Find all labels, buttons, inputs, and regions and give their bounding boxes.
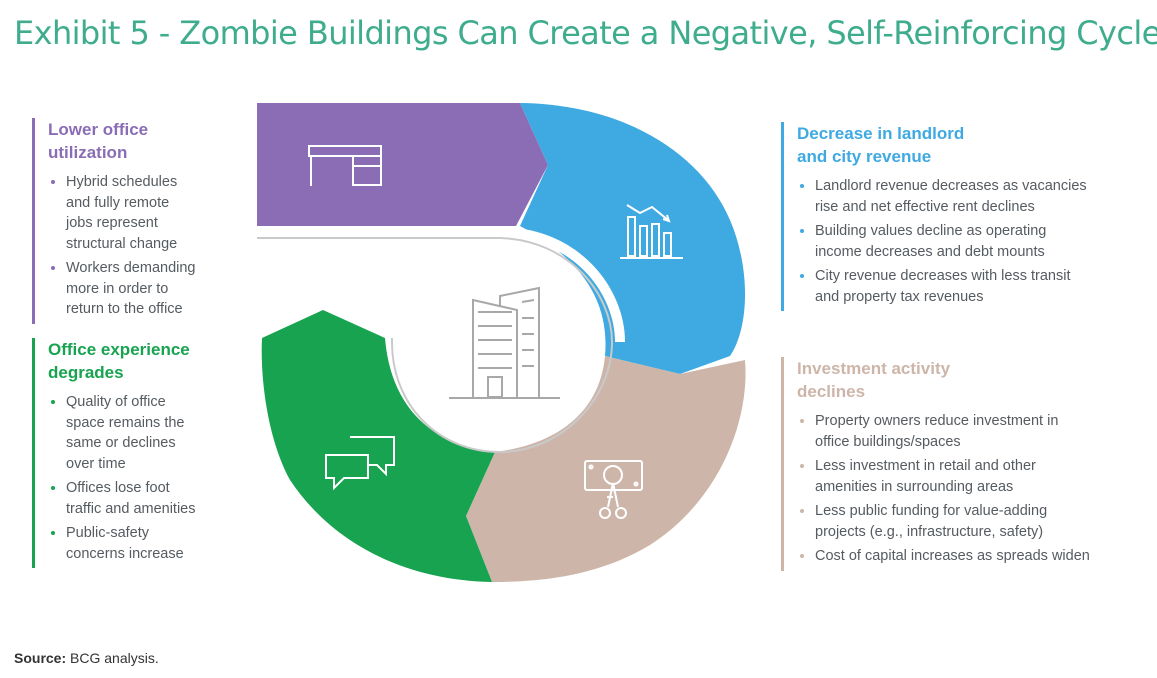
desk-icon [308,145,382,186]
revenue-decrease-block: Decrease in landlord and city revenue La… [781,122,1157,311]
experience-degrades-heading: Office experience degrades [48,340,190,382]
cut-money-icon [584,460,643,519]
list-item: Cost of capital increases as spreads wid… [797,546,1157,567]
source-label: Source: [14,650,67,666]
list-item: Less public funding for value-adding pro… [797,501,1157,542]
investment-declines-list: Property owners reduce investment in off… [797,411,1157,567]
experience-degrades-block: Office experience degrades Quality of of… [32,338,268,568]
list-item: City revenue decreases with less transit… [797,266,1157,307]
investment-declines-heading: Investment activity declines [797,359,951,401]
revenue-decrease-list: Landlord revenue decreases as vacancies … [797,176,1157,307]
revenue-decrease-heading: Decrease in landlord and city revenue [797,124,965,166]
segment-revenue-decrease [520,103,746,374]
list-item: Public-safety concerns increase [48,523,268,564]
list-item: Landlord revenue decreases as vacancies … [797,176,1157,217]
inner-ring [257,237,614,454]
source-text: BCG analysis. [66,650,159,666]
lower-utilization-block: Lower office utilization Hybrid schedule… [32,118,268,324]
list-item: Hybrid schedules and fully remote jobs r… [48,172,268,254]
declining-bar-chart-icon [620,204,683,259]
list-item: Property owners reduce investment in off… [797,411,1157,452]
list-item: Offices lose foot traffic and amenities [48,478,268,519]
lower-utilization-heading: Lower office utilization [48,120,149,162]
list-item: Quality of office space remains the same… [48,392,268,474]
chat-bubbles-icon [325,436,395,491]
page-title: Exhibit 5 - Zombie Buildings Can Create … [14,14,1157,52]
office-building-icon [449,286,560,399]
segment-lower-utilization [257,103,548,226]
source-note: Source: BCG analysis. [14,650,159,666]
experience-degrades-list: Quality of office space remains the same… [48,392,268,564]
investment-declines-block: Investment activity declines Property ow… [781,357,1157,571]
list-item: Less investment in retail and other amen… [797,456,1157,497]
segment-experience-degrades [261,310,495,582]
list-item: Building values decline as operating inc… [797,221,1157,262]
list-item: Workers demanding more in order to retur… [48,258,268,320]
lower-utilization-list: Hybrid schedules and fully remote jobs r… [48,172,268,320]
